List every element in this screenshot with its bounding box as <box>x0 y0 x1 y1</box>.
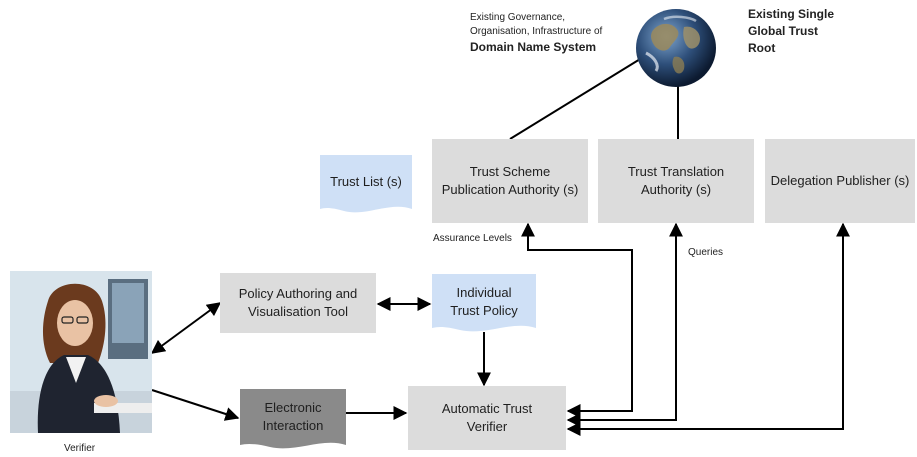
earth-globe-icon <box>636 9 716 87</box>
arrow-person-policy-tool <box>150 302 222 354</box>
tta-line1: Trust Translation <box>627 164 725 179</box>
arrow-verifier-tspa <box>521 222 633 418</box>
arrow-person-electronic <box>151 389 240 421</box>
electronic-line1: Electronic <box>264 400 322 415</box>
global-trust-root-label: Existing Single Global Trust Root <box>748 6 858 57</box>
electronic-line2: Interaction <box>262 418 324 433</box>
arrow-verifier-delegation <box>566 222 850 436</box>
verifier-person-photo <box>10 271 152 433</box>
trust-list-box[interactable]: Trust List (s) <box>320 158 412 206</box>
root-line2: Global Trust <box>748 24 819 38</box>
arrow-verifier-tta <box>566 222 683 427</box>
policy-tool-line2: Visualisation Tool <box>248 304 348 319</box>
electronic-interaction-document-shape <box>240 389 346 449</box>
tspa-line1: Trust Scheme <box>469 164 551 179</box>
policy-tool-line1: Policy Authoring and <box>238 286 358 301</box>
individual-trust-policy-document-shape <box>432 274 536 332</box>
individual-trust-policy-box[interactable]: Individual Trust Policy <box>432 278 536 326</box>
root-line1: Existing Single <box>748 7 835 21</box>
dns-note-bold: Domain Name System <box>470 40 597 54</box>
atv-line2: Verifier <box>466 419 508 434</box>
root-line3: Root <box>748 41 776 55</box>
trust-translation-authority-box[interactable]: Trust Translation Authority (s) <box>598 139 754 223</box>
tspa-line2: Publication Authority (s) <box>441 182 579 197</box>
atv-line1: Automatic Trust <box>441 401 533 416</box>
assurance-levels-label: Assurance Levels <box>433 233 512 244</box>
automatic-trust-verifier-box[interactable]: Automatic Trust Verifier <box>408 386 566 450</box>
queries-label: Queries <box>688 247 724 258</box>
itp-line1: Individual <box>456 285 512 300</box>
electronic-interaction-box[interactable]: Electronic Interaction <box>240 392 346 442</box>
verifier-caption: Verifier <box>64 443 96 454</box>
trust-scheme-publication-authority-box[interactable]: Trust Scheme Publication Authority (s) <box>432 139 588 223</box>
trust-list-label: Trust List (s) <box>330 174 402 189</box>
delegation-label: Delegation Publisher (s) <box>770 173 910 188</box>
itp-line2: Trust Policy <box>450 303 518 318</box>
dns-note-line2: Organisation, Infrastructure of <box>470 26 603 37</box>
connector-globe-tspa <box>509 55 646 140</box>
delegation-publisher-box[interactable]: Delegation Publisher (s) <box>765 139 915 223</box>
tta-line2: Authority (s) <box>640 182 712 197</box>
dns-note: Existing Governance, Organisation, Infra… <box>470 11 630 55</box>
policy-authoring-tool-box[interactable]: Policy Authoring and Visualisation Tool <box>220 273 376 333</box>
dns-note-line1: Existing Governance, <box>470 12 566 23</box>
trust-list-document-shape <box>320 155 412 213</box>
